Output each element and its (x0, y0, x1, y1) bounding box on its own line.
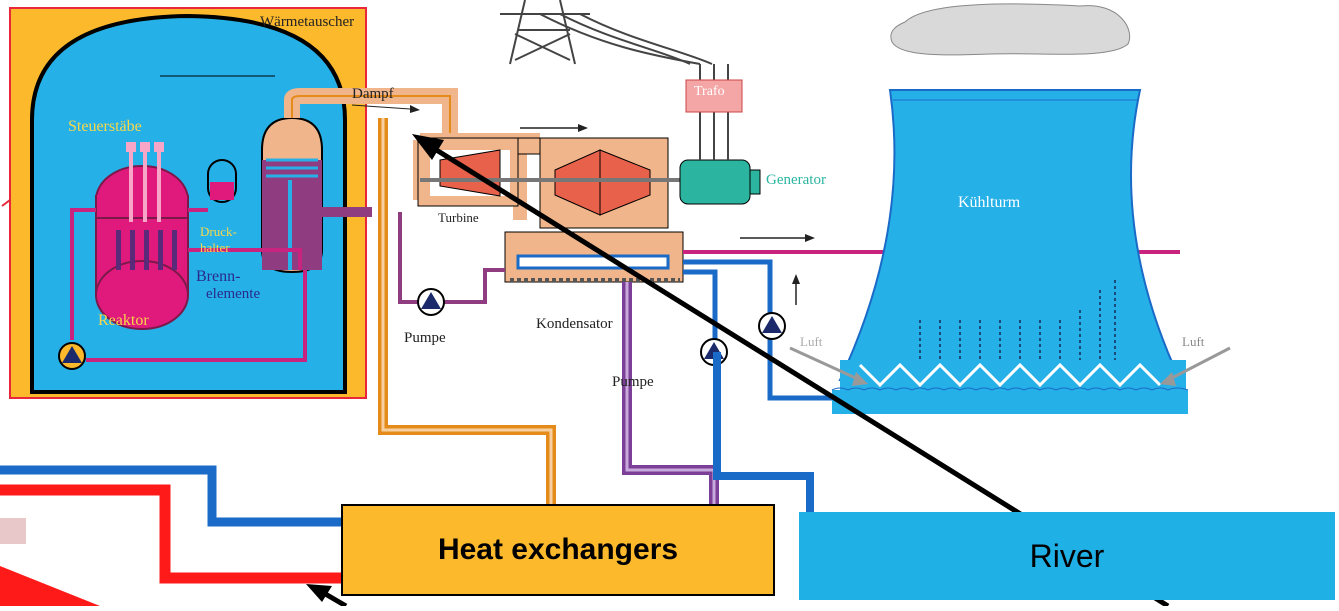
label-brennelemente-2: elemente (206, 286, 261, 302)
primary-loop (70, 75, 307, 362)
label-trafo: Trafo (694, 84, 725, 99)
heat-exchangers-label: Heat exchangers (437, 533, 679, 566)
turbine-assembly (413, 124, 680, 229)
label-luft-right: Luft (1182, 334, 1205, 349)
feedwater-pipe (398, 212, 505, 304)
pressurizer (207, 159, 237, 203)
label-pumpe-1: Pumpe (404, 330, 446, 346)
river-box: River (799, 512, 1335, 600)
label-steuerstaebe: Steuerstäbe (68, 118, 142, 135)
flow-arrowhead-up (792, 274, 800, 284)
label-generator: Generator (766, 172, 826, 188)
label-kuehlturm: Kühlturm (958, 194, 1021, 211)
label-pumpe-2: Pumpe (612, 374, 654, 390)
label-luft-left: Luft (800, 334, 823, 349)
label-brennelemente-1: Brenn- (196, 268, 241, 285)
flow-arrowhead-right (805, 234, 815, 242)
reactor-vessel (95, 165, 189, 330)
edge-mark (1, 199, 11, 207)
reactor-pump-icon (58, 342, 86, 370)
control-rods (126, 142, 164, 222)
feedwater-pump-icon (417, 288, 445, 316)
heat-exchangers-box: Heat exchangers (341, 504, 775, 596)
condenser (504, 231, 1180, 283)
red-pipe-corner (0, 566, 100, 606)
steam-line (284, 88, 458, 140)
generator-icon (679, 64, 761, 205)
label-dampf: Dampf (352, 86, 394, 102)
building-thumbnail (0, 518, 26, 544)
river-label: River (1029, 537, 1105, 574)
label-reaktor: Reaktor (98, 312, 149, 329)
label-druckhalter-2: halter (200, 240, 230, 255)
cooling-pump-icon-2 (758, 312, 786, 340)
label-turbine: Turbine (438, 210, 479, 225)
cloud-shape (890, 3, 1131, 56)
transformer-box (685, 79, 743, 113)
cooling-tower (789, 89, 1231, 414)
pointer-arrow-short (306, 584, 348, 609)
label-waermetauscher: Wärmetauscher (260, 14, 355, 30)
label-kondensator: Kondensator (536, 316, 613, 332)
label-druckhalter-1: Druck- (200, 224, 237, 239)
annotation-pipes (0, 118, 814, 584)
power-pylon-icon (500, 0, 713, 65)
